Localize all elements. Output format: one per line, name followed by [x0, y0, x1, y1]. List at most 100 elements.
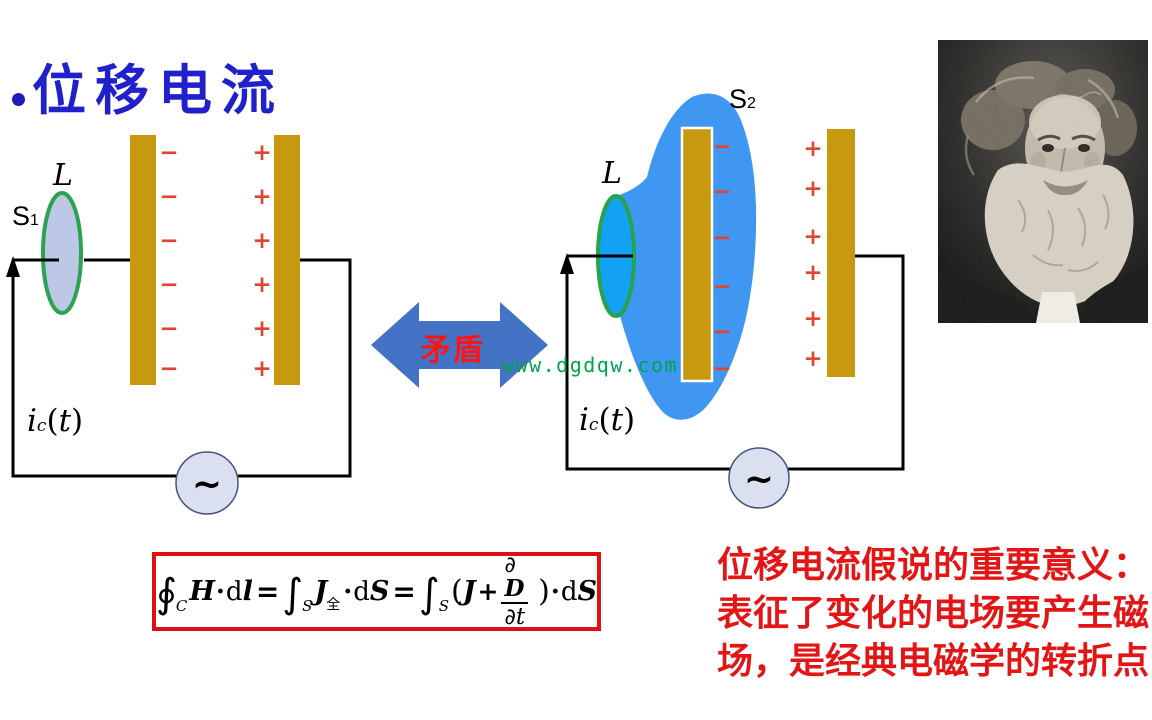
note-line: 场，是经典电磁学的转折点 — [717, 641, 1150, 682]
surface-integral-icon: ∫ — [418, 570, 440, 617]
capacitor-plate-negative — [680, 126, 714, 383]
plus-charge: + — [252, 140, 271, 166]
vector-H: H — [189, 576, 215, 607]
capacitor-plate-negative — [130, 135, 156, 385]
contradiction-label: 矛盾 — [421, 334, 485, 367]
current-arrowhead — [560, 253, 574, 274]
loop-l-label-left: L — [53, 158, 73, 193]
minus-charge: − — [712, 225, 731, 251]
loop-l-label-right: L — [602, 156, 622, 191]
s2-base: S — [729, 84, 748, 114]
ic-subscript: c — [36, 416, 47, 436]
ic-rparen: ) — [71, 403, 84, 439]
ic-i: i — [579, 402, 589, 438]
left-circuit: − − − − − − + + + + + + ~ — [6, 135, 352, 515]
maxwell-portrait-svg — [938, 40, 1148, 323]
maxwell-portrait-photo — [938, 40, 1148, 323]
vector-J-total: J — [314, 576, 328, 607]
surface-integral-icon: ∫ — [282, 570, 304, 617]
vector-S: S — [577, 576, 598, 607]
watermark-text: www.dgdqw.com — [502, 353, 679, 377]
plus-charge: + — [252, 184, 271, 210]
plus-charge: + — [803, 306, 822, 332]
note-line: 位移电流假说的重要意义： — [717, 545, 1150, 586]
displacement-current-fraction: ∂D ∂t — [501, 552, 537, 630]
plus-charge: + — [803, 346, 822, 372]
minus-charge: − — [159, 272, 178, 298]
minus-charge: − — [712, 274, 731, 300]
capacitor-plate-positive — [827, 129, 855, 377]
minus-charge: − — [159, 228, 178, 254]
plus-charge: + — [803, 260, 822, 286]
vector-l: l — [242, 576, 253, 607]
title-bullet-icon — [12, 93, 25, 106]
conduction-current-label-left: ic(t) — [27, 403, 83, 439]
minus-charge: − — [712, 179, 731, 205]
plus-sign: + — [477, 577, 499, 606]
total-subscript: 全 — [326, 596, 341, 613]
time-variable: t — [515, 603, 526, 630]
charge-signs-right-capacitor: − − − − − − + + + + + + — [712, 134, 822, 382]
s2-subscript: 2 — [747, 95, 756, 112]
ic-t: t — [610, 402, 624, 438]
significance-note: 位移电流假说的重要意义： 表征了变化的电场要产生磁 场，是经典电磁学的转折点 — [717, 542, 1152, 686]
minus-charge: − — [712, 134, 731, 160]
conduction-current-label-right: ic(t) — [579, 402, 635, 438]
right-paren: ) — [538, 574, 550, 609]
right-circuit: − − − − − − + + + + + + ~ — [560, 93, 905, 509]
s1-subscript: 1 — [30, 212, 39, 229]
ic-lparen: ( — [598, 402, 611, 438]
contour-integral-icon: ∮ — [156, 570, 177, 617]
dot-operator: · — [550, 576, 560, 607]
integral-subscript: C — [175, 596, 188, 615]
ac-tilde-symbol: ~ — [192, 464, 222, 505]
current-arrowhead — [6, 256, 20, 277]
ic-lparen: ( — [46, 403, 59, 439]
capacitor-plate-positive — [274, 135, 300, 385]
equals-sign: = — [392, 575, 416, 608]
surface-s1-label: S1 — [12, 201, 39, 232]
fraction-numerator: ∂D — [501, 552, 537, 602]
ic-subscript: c — [588, 415, 599, 435]
partial-symbol: ∂ — [504, 604, 516, 630]
minus-charge: − — [159, 140, 178, 166]
ic-t: t — [58, 403, 72, 439]
charge-signs-left-capacitor: − − − − − − + + + + + + — [159, 140, 271, 382]
integral-subscript: S — [438, 596, 450, 615]
plus-charge: + — [803, 176, 822, 202]
differential-d: d — [353, 576, 370, 607]
differential-d: d — [225, 576, 243, 607]
plus-charge: + — [803, 136, 822, 162]
minus-charge: − — [159, 184, 178, 210]
differential-d: d — [560, 576, 578, 607]
minus-charge: − — [159, 356, 178, 382]
plus-charge: + — [252, 316, 271, 342]
double-arrow — [371, 302, 548, 388]
minus-charge: − — [159, 316, 178, 342]
ac-source — [728, 447, 790, 509]
ic-rparen: ) — [623, 402, 636, 438]
note-line: 表征了变化的电场要产生磁 — [717, 593, 1150, 634]
plus-charge: + — [252, 228, 271, 254]
amperian-loop-l-left — [41, 191, 83, 315]
left-paren: ( — [451, 574, 463, 609]
fraction-denominator: ∂t — [501, 601, 529, 630]
ic-i: i — [27, 403, 37, 439]
plus-charge: + — [803, 224, 822, 250]
minus-charge: − — [712, 356, 731, 382]
integral-subscript: S — [302, 596, 313, 615]
plus-charge: + — [252, 272, 271, 298]
vector-S: S — [369, 576, 390, 607]
ac-source — [175, 451, 239, 515]
page-title: 位移电流 — [32, 59, 284, 122]
surface-s2-label: S2 — [729, 84, 756, 115]
s1-base: S — [12, 201, 31, 231]
partial-symbol: ∂ — [504, 552, 516, 578]
ac-tilde-symbol: ~ — [744, 459, 774, 500]
equals-sign: = — [255, 575, 280, 608]
portrait-grain — [938, 40, 1148, 323]
vector-D: D — [504, 574, 525, 602]
dot-operator: · — [343, 576, 353, 607]
